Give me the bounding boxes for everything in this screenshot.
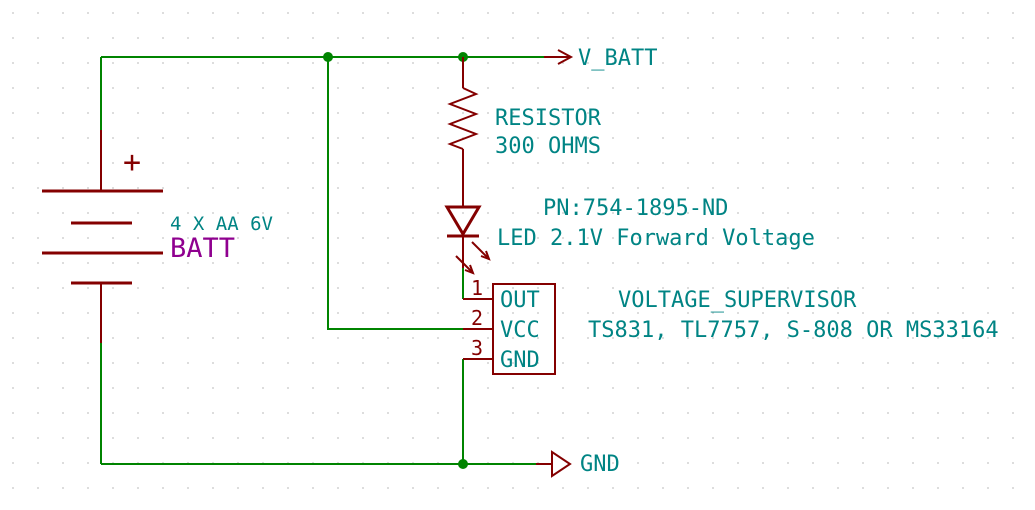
led-arrow-head	[480, 250, 491, 261]
supervisor-name[interactable]: VOLTAGE_SUPERVISOR	[618, 288, 857, 313]
battery-symbol[interactable]: + 4 X AA 6V BATT	[42, 130, 273, 343]
pin-label: OUT	[500, 288, 540, 313]
junction-dot[interactable]	[458, 459, 468, 469]
led-arrow-head	[464, 264, 475, 275]
vbatt-arrow-head	[557, 49, 574, 65]
led-arrow-line	[471, 241, 490, 260]
supervisor-pin-2: 2 VCC	[463, 306, 540, 343]
led-emission-arrows	[455, 241, 491, 275]
resistor-zigzag	[447, 87, 479, 150]
resistor-symbol[interactable]: RESISTOR 300 OHMS	[447, 57, 602, 207]
pin-number: 1	[471, 276, 483, 300]
supervisor-alternatives[interactable]: TS831, TL7757, S-808 OR MS33164	[588, 318, 999, 343]
gnd-label-text[interactable]: GND	[580, 452, 620, 477]
led-part-number[interactable]: PN:754-1895-ND	[543, 196, 728, 221]
supervisor-pin-1: 1 OUT	[463, 276, 540, 313]
led-triangle	[444, 205, 482, 237]
led-arrow-line	[455, 255, 474, 274]
led-symbol[interactable]: PN:754-1895-ND LED 2.1V Forward Voltage	[444, 196, 815, 275]
pin-number: 3	[471, 336, 483, 360]
vbatt-net-label[interactable]: V_BATT	[544, 46, 657, 71]
supervisor-pin-3: 3 GND	[463, 336, 540, 373]
gnd-net-label[interactable]: GND	[536, 450, 620, 478]
resistor-value[interactable]: 300 OHMS	[495, 134, 601, 159]
led-description[interactable]: LED 2.1V Forward Voltage	[497, 226, 815, 251]
battery-reference[interactable]: BATT	[170, 233, 235, 264]
battery-plus-sign: +	[123, 145, 141, 180]
wire-to-vcc[interactable]	[327, 57, 463, 330]
vbatt-label-text[interactable]: V_BATT	[578, 46, 657, 71]
voltage-supervisor-symbol[interactable]: 1 OUT 2 VCC 3 GND VOLTAGE_SUPERVISOR TS8…	[463, 276, 999, 375]
junction-dot[interactable]	[323, 52, 333, 62]
pin-label: VCC	[500, 318, 540, 343]
pin-label: GND	[500, 348, 540, 373]
battery-description[interactable]: 4 X AA 6V	[170, 213, 273, 235]
pin-number: 2	[471, 306, 483, 330]
gnd-arrow-triangle	[551, 450, 572, 478]
resistor-label[interactable]: RESISTOR	[495, 106, 602, 131]
